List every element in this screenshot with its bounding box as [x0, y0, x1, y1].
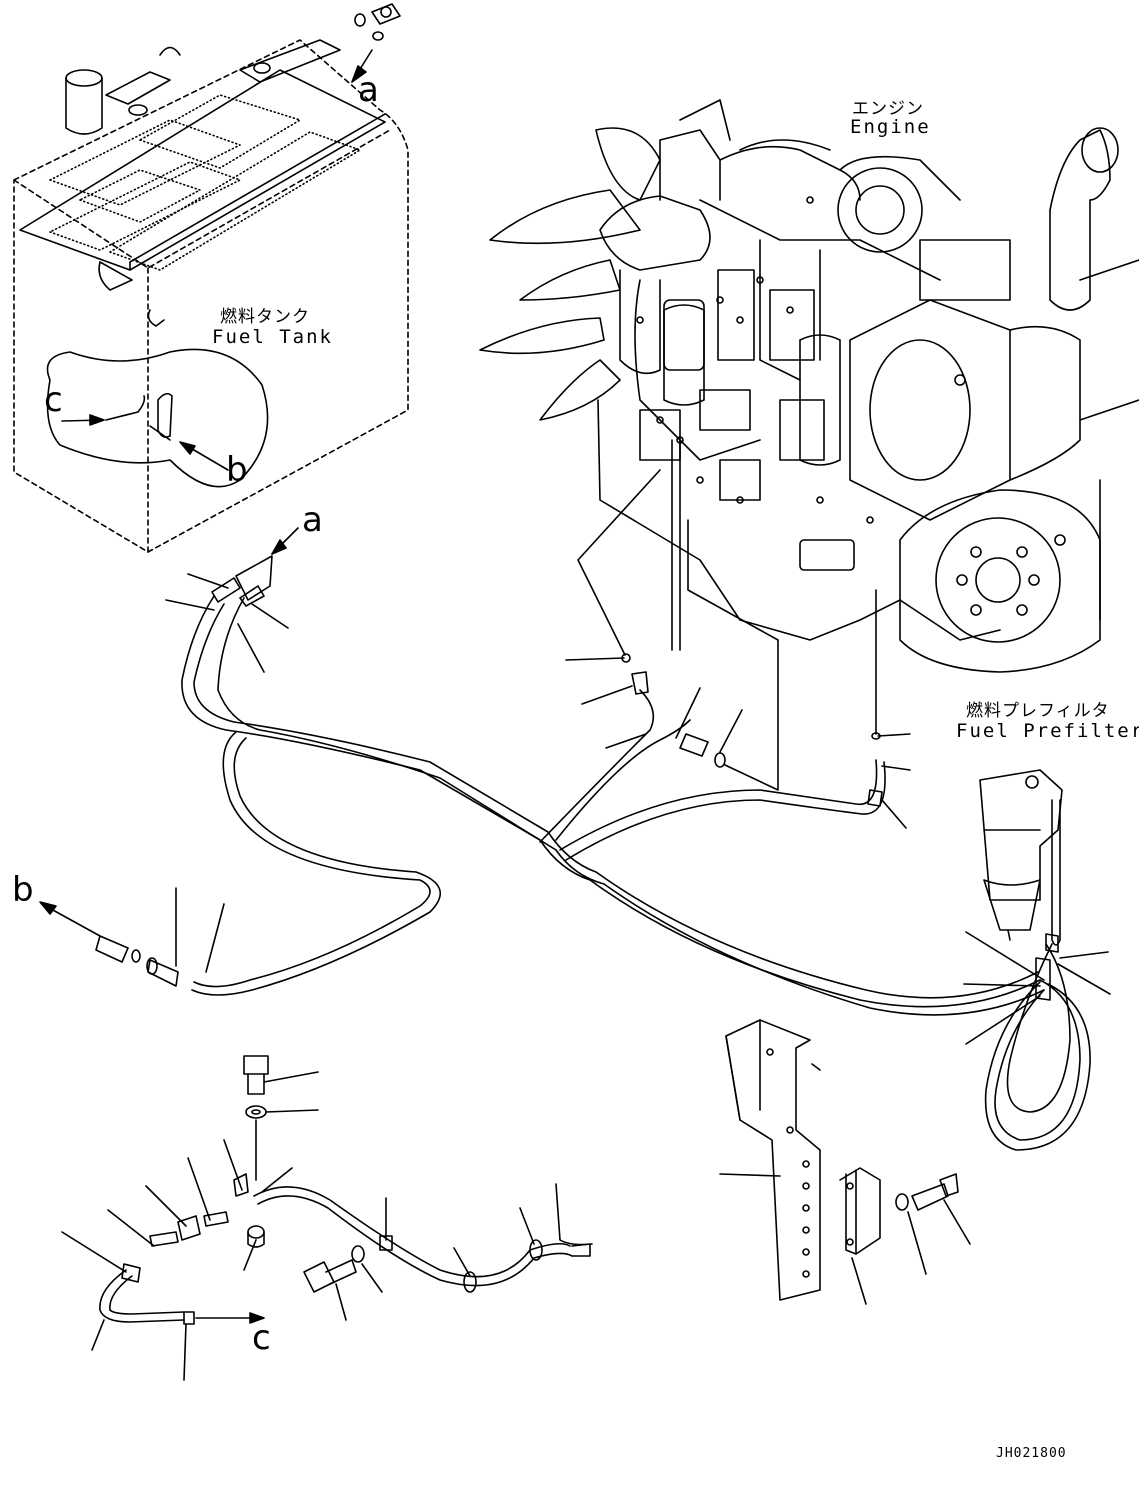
- prefilter-label-en: Fuel Prefilter: [956, 720, 1139, 742]
- ref-a-hose: a: [302, 500, 323, 540]
- engine-label-jp: エンジン: [852, 99, 924, 119]
- ref-b-hose: b: [12, 870, 34, 910]
- engine-leader-lines: [577, 469, 877, 791]
- fuel-tank-label-en: Fuel Tank: [212, 326, 333, 348]
- fuel-tank: [13, 3, 409, 553]
- mounting-bracket: [725, 1019, 959, 1301]
- callout-leaders: [165, 573, 1111, 1045]
- prefilter-label-jp: 燃料プレフィルタ: [966, 701, 1110, 721]
- ref-c-tank: c: [44, 380, 63, 420]
- return-tube-assembly: [99, 1055, 591, 1325]
- engine-label-en: Engine: [850, 116, 931, 138]
- fuel-prefilter: [979, 769, 1063, 946]
- bottom-left-leaders: [61, 1071, 593, 1381]
- ref-a-tank: a: [358, 70, 379, 110]
- bracket-leaders: [719, 1173, 971, 1305]
- fuel-tank-label-jp: 燃料タンク: [220, 307, 310, 327]
- drawing-code: JH021800: [996, 1446, 1067, 1461]
- ref-b-tank: b: [226, 450, 248, 490]
- tank-reference-arrows: [61, 49, 373, 471]
- ref-c-tube: c: [252, 1318, 271, 1358]
- fuel-hose-bundle: [181, 595, 1091, 1151]
- hose-reference-arrows: [39, 527, 299, 1324]
- engine-assembly: [479, 99, 1139, 673]
- hose-fittings: [95, 577, 1059, 1001]
